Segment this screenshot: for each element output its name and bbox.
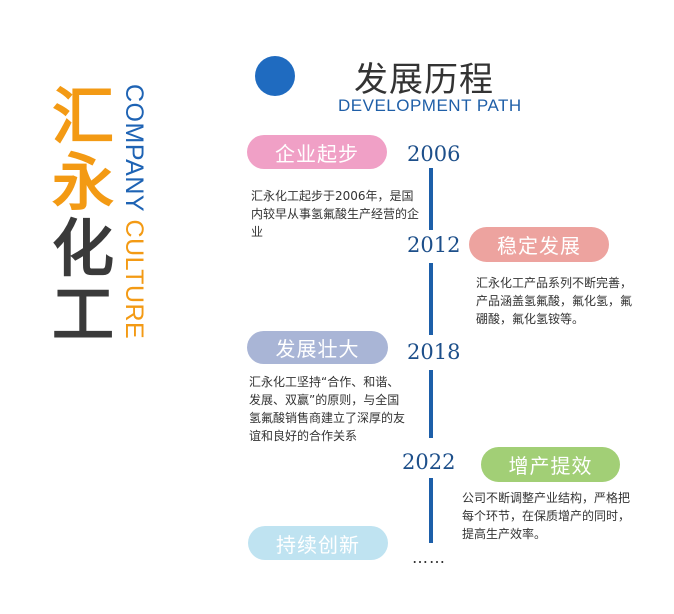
- year-label-2012: 2012: [407, 233, 461, 257]
- brand-char-3: 化: [52, 212, 115, 285]
- company-word: COMPANY: [120, 84, 148, 213]
- year-label-2018: 2018: [407, 340, 461, 364]
- milestone-tag-innovation: 持续创新: [248, 526, 388, 560]
- milestone-tag-start: 企业起步: [247, 135, 387, 169]
- milestone-tag-growth: 发展壮大: [247, 331, 388, 364]
- timeline-segment: [429, 168, 433, 230]
- milestone-desc-2006: 汇永化工起步于2006年，是国内较早从事氢氟酸生产经营的企业: [251, 189, 420, 239]
- brand-char-1: 汇: [52, 80, 115, 153]
- milestone-tag-efficiency: 增产提效: [481, 447, 620, 482]
- milestone-desc-2018: 汇永化工坚持“合作、和谐、发展、双赢”的原则，与全国氢氟酸销售商建立了深厚的友谊…: [249, 375, 406, 443]
- timeline-segment: [429, 370, 433, 438]
- timeline-segment: [429, 478, 433, 543]
- title-dot-icon: [255, 56, 295, 96]
- brand-char-4: 工: [52, 278, 115, 351]
- company-culture-vertical: COMPANY CULTURE: [120, 84, 148, 340]
- year-label-2022: 2022: [402, 450, 456, 474]
- continuation-dots: ……: [412, 548, 446, 567]
- milestone-desc-2012: 汇永化工产品系列不断完善，产品涵盖氢氟酸，氟化氢，氟硼酸，氟化氢铵等。: [476, 276, 633, 326]
- page-subtitle: DEVELOPMENT PATH: [338, 96, 522, 115]
- year-label-2006: 2006: [407, 142, 461, 166]
- brand-char-2: 永: [52, 146, 115, 219]
- milestone-tag-stable: 稳定发展: [469, 227, 609, 262]
- timeline-segment: [429, 263, 433, 335]
- milestone-desc-2022: 公司不断调整产业结构，严格把每个环节，在保质增产的同时，提高生产效率。: [462, 491, 631, 541]
- page-title: 发展历程: [354, 60, 494, 100]
- culture-word: CULTURE: [120, 219, 148, 340]
